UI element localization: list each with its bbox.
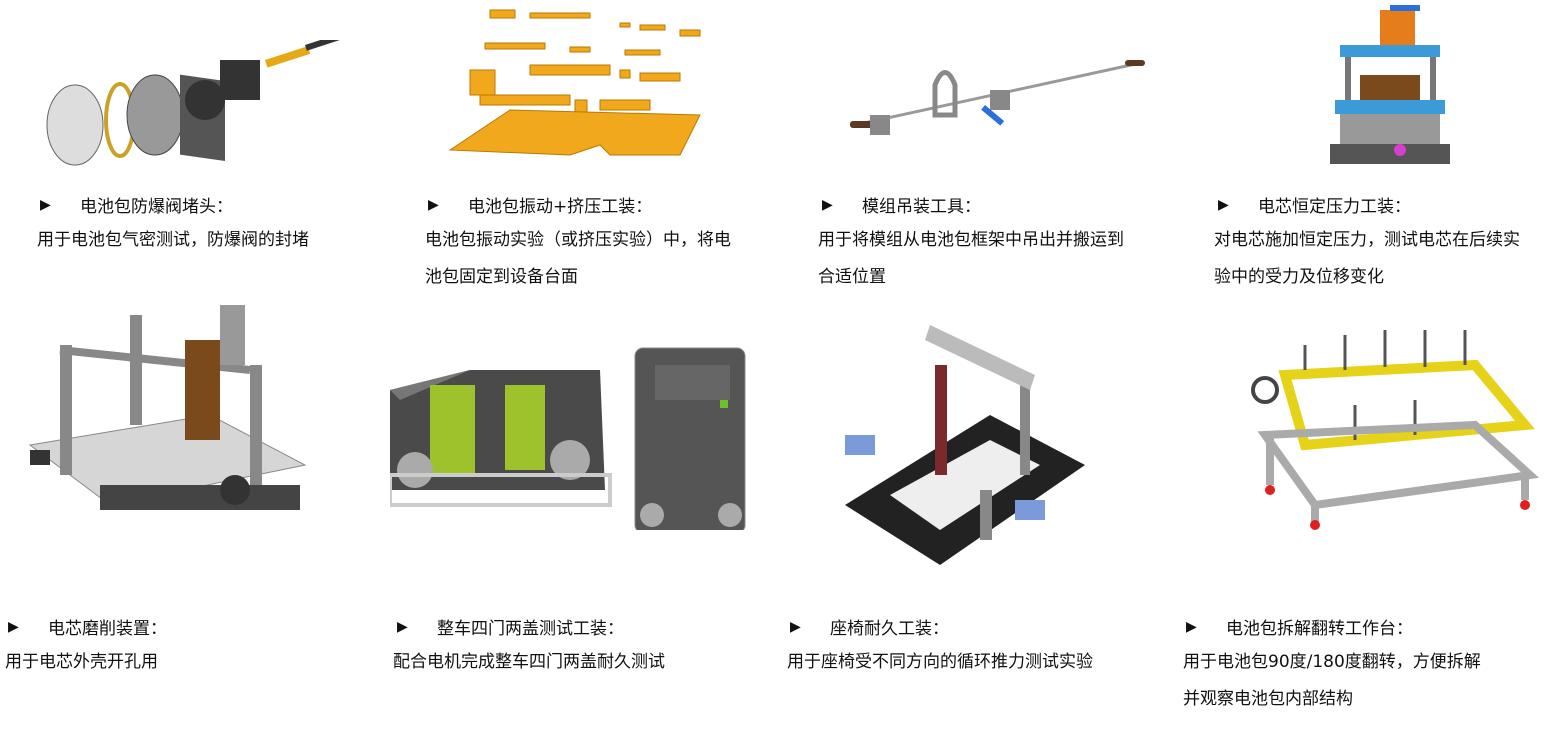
bullet-arrow-icon: ▶: [428, 196, 439, 213]
battery-flip-workbench-image: [1251, 330, 1540, 530]
bullet-arrow-icon: ▶: [1218, 196, 1229, 213]
item-title: 电池包振动+挤压工装：: [468, 197, 653, 217]
item-title: 电芯磨削装置：: [48, 619, 167, 639]
vibration-fixture-image: [448, 9, 701, 156]
item-desc: 用于电池包90度/180度翻转，方便拆解: [1183, 652, 1481, 672]
module-lifting-tool-image: [850, 60, 1145, 135]
bullet-arrow-icon: ▶: [40, 196, 51, 213]
item-title: 模组吊装工具：: [862, 197, 981, 217]
seat-durability-fixture-image: [845, 325, 1085, 565]
item-desc: 配合电机完成整车四门两盖耐久测试: [393, 652, 665, 672]
item-desc: 合适位置: [818, 267, 886, 287]
item-desc: 并观察电池包内部结构: [1183, 689, 1353, 709]
bullet-arrow-icon: ▶: [8, 618, 19, 635]
cell-grinding-device-image: [28, 305, 307, 510]
cell-constant-pressure-fixture-image: [1330, 5, 1450, 164]
item-desc: 电池包振动实验（或挤压实验）中，将电: [425, 230, 731, 250]
item-desc: 池包固定到设备台面: [425, 267, 578, 287]
item-title: 电池包拆解翻转工作台：: [1226, 619, 1413, 639]
item-title: 电芯恒定压力工装：: [1258, 197, 1411, 217]
bullet-arrow-icon: ▶: [822, 196, 833, 213]
explosion-valve-plug-image: [46, 40, 360, 166]
item-desc: 用于电池包气密测试，防爆阀的封堵: [37, 230, 309, 250]
item-desc: 用于座椅受不同方向的循环推力测试实验: [787, 652, 1093, 672]
item-desc: 用于将模组从电池包框架中吊出并搬运到: [818, 230, 1124, 250]
item-desc: 对电芯施加恒定压力，测试电芯在后续实: [1214, 230, 1520, 250]
item-title: 电池包防爆阀堵头：: [80, 197, 233, 217]
door-hood-test-fixture-image: [390, 347, 746, 530]
item-title: 座椅耐久工装：: [830, 619, 949, 639]
item-desc: 验中的受力及位移变化: [1214, 267, 1384, 287]
item-title: 整车四门两盖测试工装：: [437, 619, 624, 639]
item-desc: 用于电芯外壳开孔用: [5, 652, 158, 672]
bullet-arrow-icon: ▶: [397, 618, 408, 635]
bullet-arrow-icon: ▶: [790, 618, 801, 635]
bullet-arrow-icon: ▶: [1186, 618, 1197, 635]
